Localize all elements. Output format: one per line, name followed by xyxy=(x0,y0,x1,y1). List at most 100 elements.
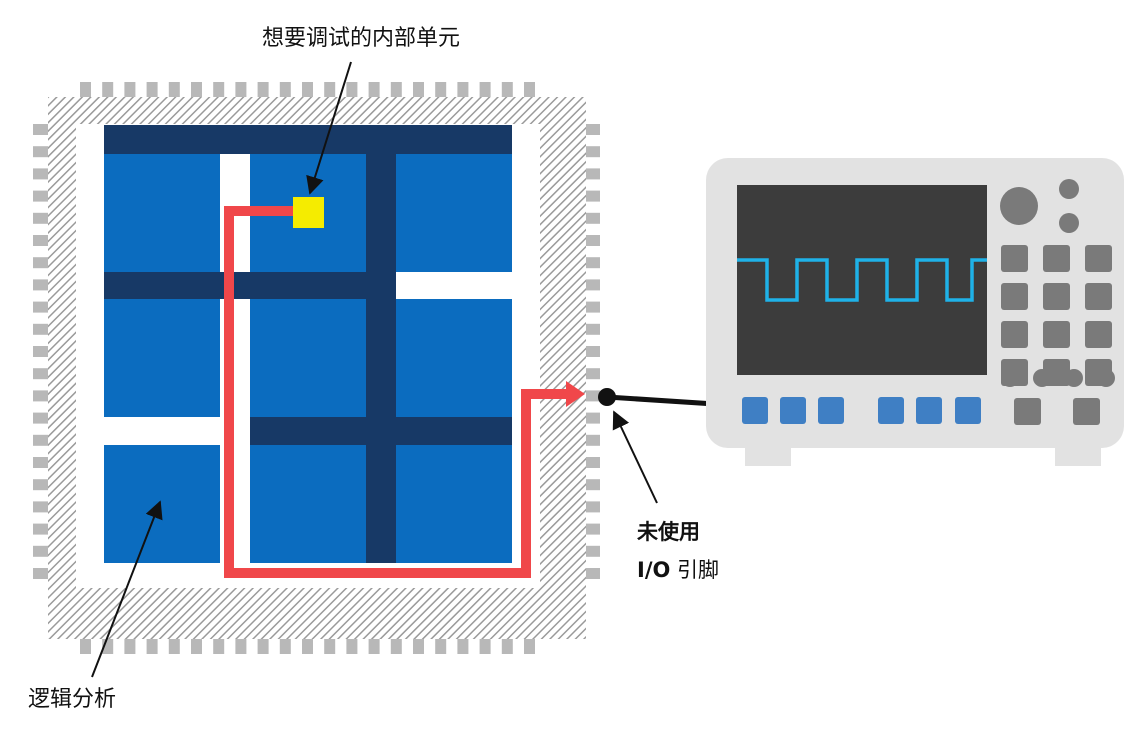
scope-screen xyxy=(737,185,987,375)
chip-pin xyxy=(574,523,600,535)
chip-pin xyxy=(457,628,469,654)
scope-channel-buttons xyxy=(742,397,981,424)
label-internal-unit: 想要调试的内部单元 xyxy=(262,26,461,51)
chip-pin xyxy=(574,434,600,446)
scope-waveform xyxy=(737,258,987,302)
signal-arrowhead xyxy=(566,381,585,407)
chip-pin xyxy=(574,168,600,180)
chip-pin xyxy=(33,479,59,491)
scope-dot-row xyxy=(1001,369,1115,387)
chip-pin xyxy=(574,257,600,269)
chip-pin xyxy=(168,628,180,654)
scope-button xyxy=(1085,283,1112,310)
chip-pin xyxy=(574,301,600,313)
scope-knob-small xyxy=(1059,213,1079,233)
scope-channel-button xyxy=(955,397,981,424)
logic-block xyxy=(250,445,366,563)
scope-button xyxy=(1043,283,1070,310)
chip-pin xyxy=(302,82,313,108)
chip-pin xyxy=(574,457,600,468)
chip-pin xyxy=(257,628,269,654)
chip-pin xyxy=(33,212,59,224)
arrow-to-internal-unit xyxy=(306,61,352,195)
oscilloscope-icon xyxy=(706,158,1124,466)
fpga-chip-icon xyxy=(48,97,586,639)
scope-button xyxy=(1073,398,1100,425)
chip-pin xyxy=(479,628,491,654)
label-io-text: I/O xyxy=(637,558,671,582)
chip-pin xyxy=(574,235,600,246)
scope-channel-button xyxy=(878,397,904,424)
chip-pin xyxy=(33,124,59,135)
chip-pin xyxy=(574,390,600,402)
chip-pin xyxy=(574,190,600,202)
logic-block xyxy=(396,299,512,417)
chip-pin xyxy=(501,82,513,108)
chip-pin xyxy=(191,82,202,108)
probe-cell xyxy=(293,197,324,228)
chip-pin xyxy=(33,368,59,380)
chip-pin xyxy=(33,457,59,468)
chip-pin xyxy=(80,628,91,654)
chip-pin xyxy=(33,434,59,446)
scope-knob-large xyxy=(1000,187,1038,225)
scope-button xyxy=(1043,245,1070,272)
logic-block xyxy=(104,299,220,417)
chip-pin xyxy=(479,82,491,108)
chip-pin xyxy=(33,501,59,513)
chip-pin xyxy=(302,628,313,654)
scope-button xyxy=(1014,398,1041,425)
chip-pin xyxy=(324,628,336,654)
chip-pin xyxy=(413,628,424,654)
scope-button xyxy=(1001,321,1028,348)
chip-pin xyxy=(457,82,469,108)
chip-bus-mid xyxy=(104,272,396,299)
chip-pin xyxy=(390,82,402,108)
signal-route xyxy=(224,197,585,578)
chip-pin xyxy=(435,82,447,108)
chip-pin xyxy=(574,368,600,380)
scope-button-grid xyxy=(1001,245,1112,386)
chip-pin xyxy=(574,412,600,424)
label-unused-io-line2: I/O 引脚 xyxy=(637,554,719,584)
chip-pin xyxy=(33,168,59,180)
chip-pin xyxy=(102,82,114,108)
chip-pin xyxy=(413,82,424,108)
chip-pin xyxy=(33,190,59,202)
chip-pin xyxy=(33,301,59,313)
chip-pin xyxy=(368,82,380,108)
scope-button xyxy=(1085,245,1112,272)
chip-pin xyxy=(80,82,91,108)
chip-pin xyxy=(524,628,535,654)
chip-pin xyxy=(235,82,247,108)
scope-button xyxy=(1043,321,1070,348)
scope-dot xyxy=(1033,369,1051,387)
chip-pin xyxy=(168,82,180,108)
chip-pin xyxy=(33,257,59,269)
chip-pin xyxy=(279,82,291,108)
logic-block xyxy=(104,154,220,272)
chip-pin xyxy=(574,479,600,491)
chip-pin xyxy=(213,628,225,654)
logic-block xyxy=(396,445,512,563)
chip-pin xyxy=(235,628,247,654)
chip-pin xyxy=(346,628,358,654)
chip-pin xyxy=(146,628,158,654)
scope-button xyxy=(1085,321,1112,348)
chip-pin xyxy=(33,235,59,246)
chip-pin xyxy=(435,628,447,654)
label-logic-analysis: 逻辑分析 xyxy=(28,687,117,712)
chip-pin xyxy=(33,346,59,357)
chip-pin xyxy=(390,628,402,654)
logic-block xyxy=(250,299,366,417)
label-pin-text: 引脚 xyxy=(677,558,720,582)
scope-channel-button xyxy=(780,397,806,424)
scope-dot xyxy=(1065,369,1083,387)
chip-pin xyxy=(501,628,513,654)
chip-pin xyxy=(524,82,535,108)
chip-pin xyxy=(102,628,114,654)
arrow-to-io-pin xyxy=(612,410,658,504)
chip-pin xyxy=(574,501,600,513)
chip-pin xyxy=(324,82,336,108)
